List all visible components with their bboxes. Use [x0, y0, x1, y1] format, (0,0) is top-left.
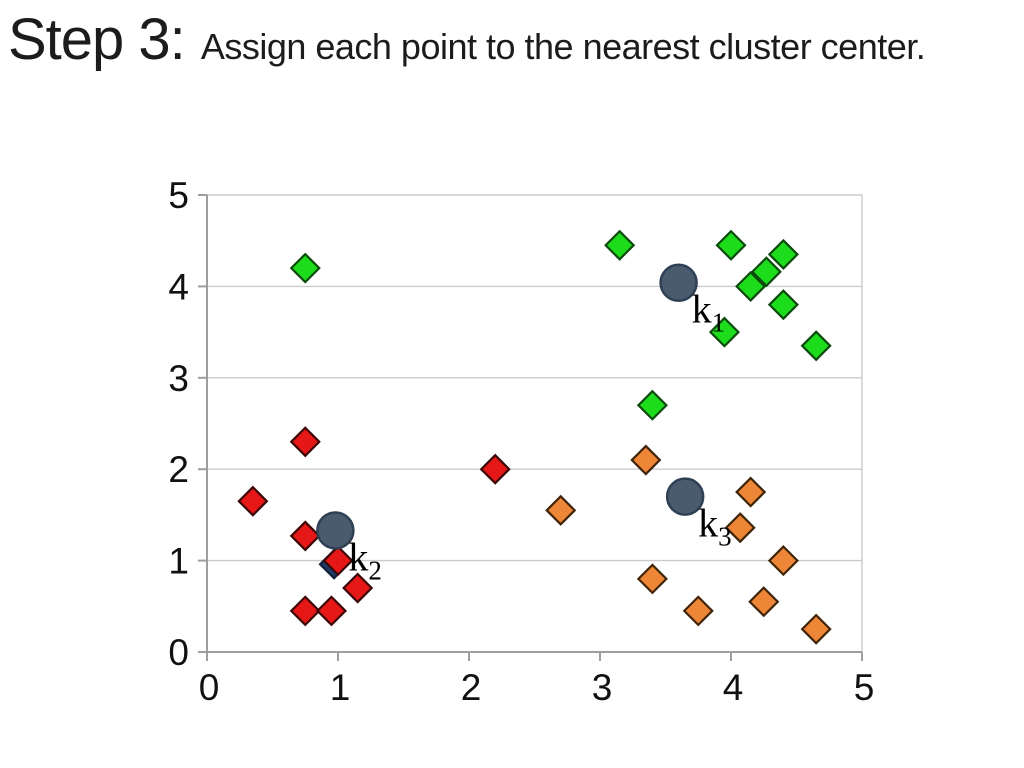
slide-title-description: Assign each point to the nearest cluster… [200, 26, 926, 67]
cluster-3-orange-point [767, 545, 799, 577]
cluster-3-orange-point [545, 494, 577, 526]
cluster-center-label-1: k1 [692, 287, 726, 338]
cluster-3-orange-point [682, 595, 714, 627]
cluster-1-green-point [750, 256, 782, 288]
cluster-3-orange-point [800, 613, 832, 645]
cluster-1-green-point [767, 238, 799, 270]
cluster-2-red-point [342, 572, 374, 604]
cluster-2-red-point [315, 595, 348, 627]
cluster-1-green-point [767, 289, 799, 321]
y-tick-label: 5 [168, 175, 189, 216]
cluster-3-orange-point [748, 586, 780, 618]
cluster-center-2 [316, 511, 355, 550]
cluster-1-green-point [715, 229, 747, 261]
x-tick-label: 0 [199, 667, 220, 708]
x-tick-label: 4 [723, 667, 744, 708]
y-tick-label: 0 [168, 632, 189, 673]
slide-title-step: Step 3: [8, 7, 186, 72]
cluster-1-green-point [708, 316, 741, 348]
cluster-3-orange-point [735, 476, 767, 508]
cluster-1-green-point [604, 229, 636, 261]
cluster-3-orange-point [630, 444, 662, 476]
cluster-3-orange-point [724, 512, 756, 544]
cluster-2-red-point [289, 426, 321, 458]
cluster-1-green-point [636, 389, 668, 421]
cluster-1-green-point [735, 270, 767, 302]
cluster-center-label-2: k2 [348, 534, 382, 585]
cluster-3-orange-point [636, 563, 668, 595]
cluster-center-label-3: k3 [698, 501, 732, 552]
cluster-2-red-point [237, 485, 269, 517]
y-tick-label: 4 [168, 266, 189, 307]
cluster-1-green-point [289, 252, 321, 284]
y-tick-label: 1 [168, 541, 189, 582]
y-tick-label: 3 [168, 358, 189, 399]
cluster-2-red-point [289, 520, 321, 552]
cluster-2-red-point [322, 545, 354, 577]
y-tick-label: 2 [168, 449, 189, 490]
cluster-1-green-point [800, 330, 832, 362]
cluster-center-1 [659, 263, 698, 302]
x-tick-label: 5 [854, 667, 875, 708]
slide-title: Step 3: Assign each point to the nearest… [8, 6, 926, 73]
x-tick-label: 1 [330, 667, 351, 708]
cluster-2-red-point [289, 595, 321, 627]
x-tick-label: 3 [592, 667, 613, 708]
x-tick-label: 2 [461, 667, 482, 708]
cluster-2-red-point [479, 453, 511, 485]
cluster-center-3 [665, 477, 705, 516]
